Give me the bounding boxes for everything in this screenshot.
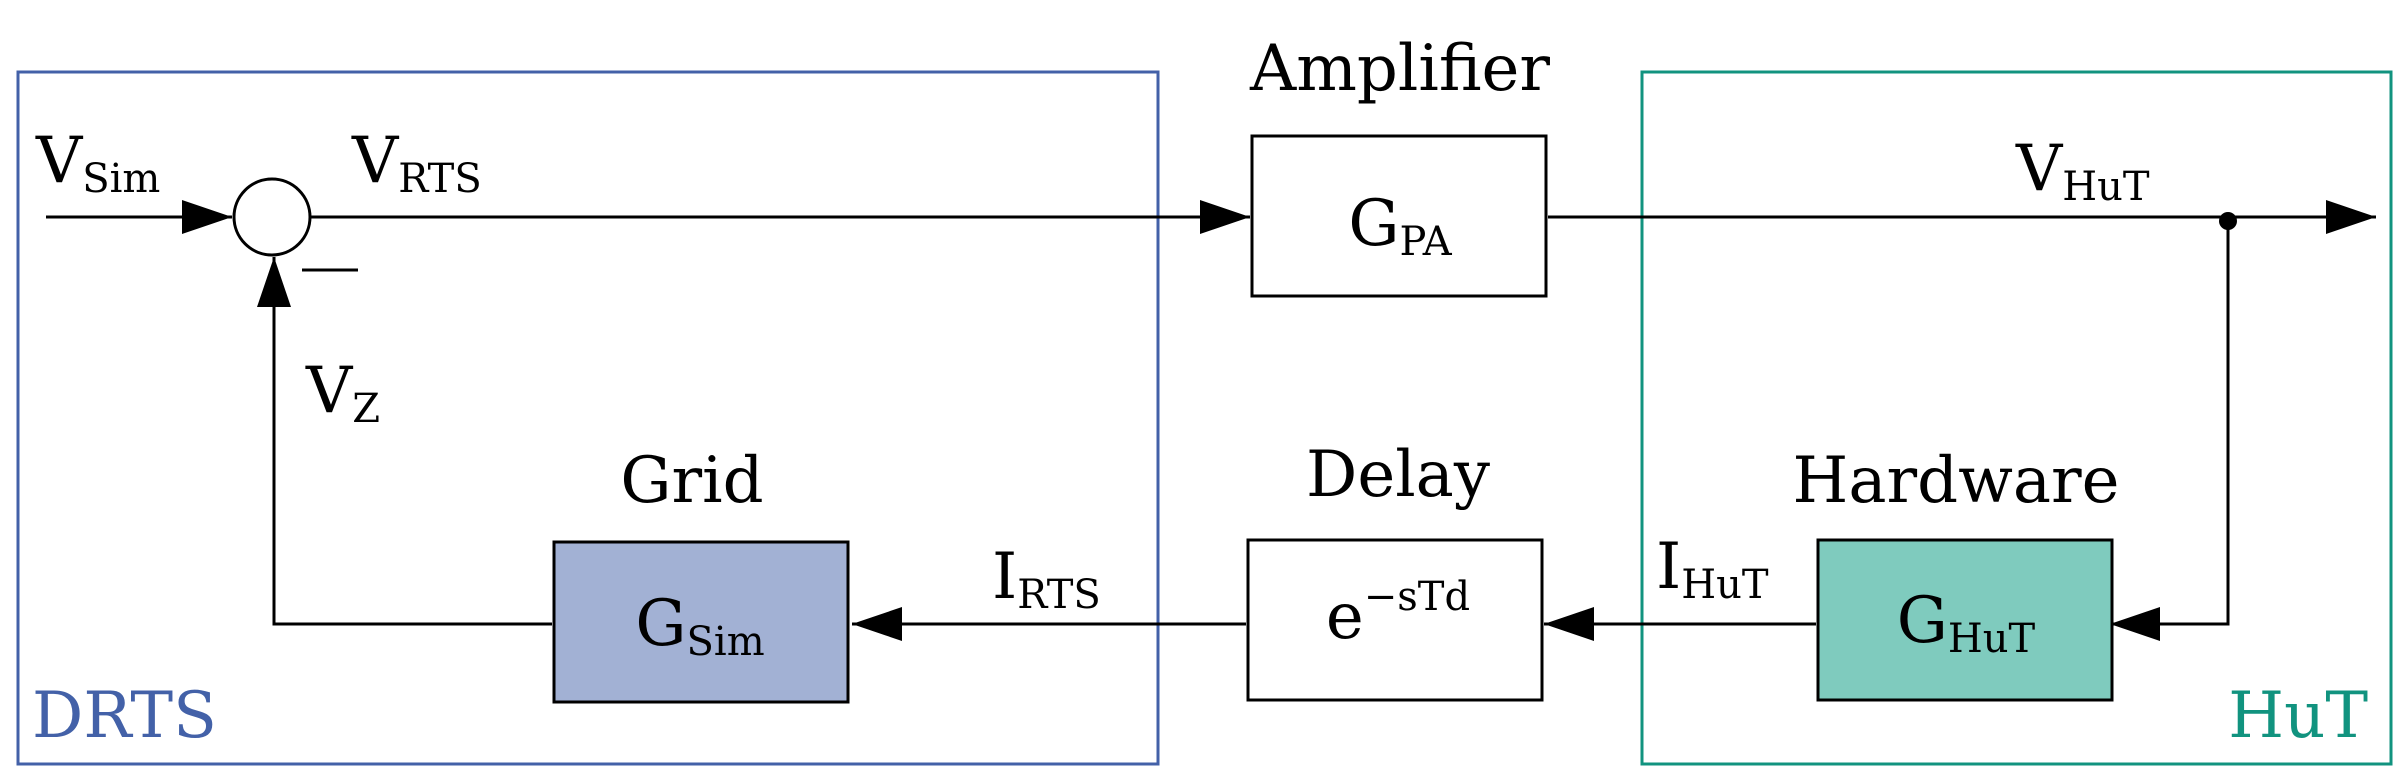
wire-vz	[257, 257, 552, 626]
delay-title: Delay	[1306, 438, 1490, 512]
grid-transfer-function: GSim	[635, 587, 764, 665]
amplifier-block	[1250, 134, 1548, 298]
grid-title: Grid	[620, 444, 763, 518]
signal-v-hut: VHuT	[2015, 132, 2150, 210]
signal-v-sim: VSim	[35, 124, 160, 202]
hut-region	[1640, 70, 2393, 766]
drts-region-label: DRTS	[32, 679, 217, 753]
hut-region-label: HuT	[2228, 679, 2368, 753]
summing-junction	[232, 177, 312, 257]
hardware-transfer-function: GHuT	[1897, 584, 2036, 662]
signal-i-rts: IRTS	[992, 540, 1101, 618]
grid-block	[552, 540, 850, 704]
hardware-title: Hardware	[1793, 444, 2120, 518]
signal-v-rts: VRTS	[351, 124, 482, 202]
delay-transfer-function: e−sTd	[1326, 574, 1470, 654]
drts-region	[16, 70, 1160, 766]
delay-block	[1246, 538, 1544, 702]
hardware-block	[1816, 538, 2114, 702]
wires	[46, 200, 2376, 641]
wire-hut-feedback	[2110, 217, 2230, 641]
signal-i-hut: IHuT	[1656, 530, 1769, 608]
amplifier-transfer-function: GPA	[1348, 187, 1452, 265]
branch-point	[2219, 212, 2237, 230]
signal-v-z: VZ	[305, 354, 380, 432]
amplifier-title: Amplifier	[1249, 32, 1550, 106]
